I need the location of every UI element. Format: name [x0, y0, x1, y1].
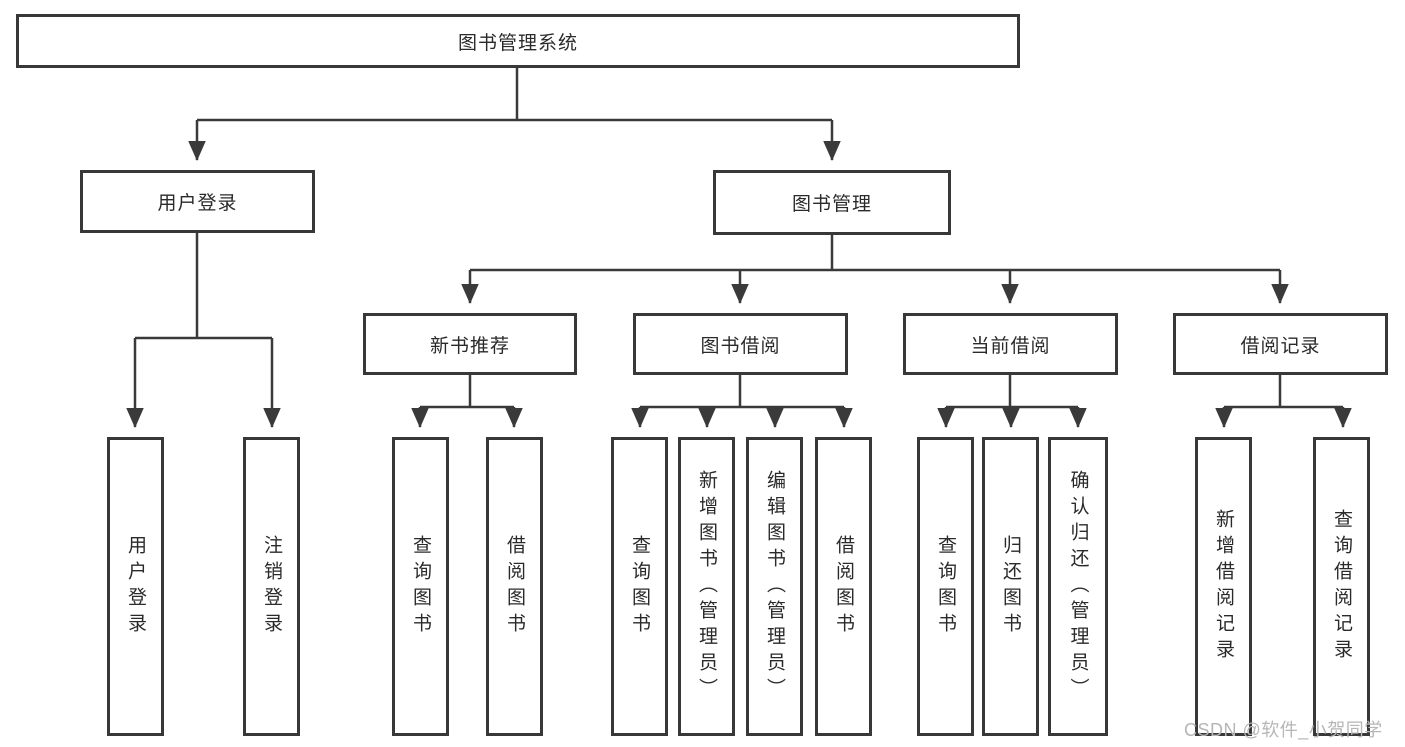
leaf-add-borrow-record: 新增借阅记录 — [1195, 437, 1252, 736]
leaf-confirm-return-admin: 确认归还（管理员） — [1048, 437, 1108, 736]
node-label: 查询借阅记录 — [1331, 508, 1352, 665]
node-label: 查询图书 — [410, 534, 431, 639]
node-label: 确认归还（管理员） — [1067, 469, 1089, 704]
leaf-add-books-admin: 新增图书（管理员） — [678, 437, 735, 736]
csdn-watermark: CSDN @软件_小贺同学 — [1184, 720, 1383, 740]
leaf-borrow-books-1: 借阅图书 — [486, 437, 543, 736]
node-label: 新书推荐 — [429, 335, 510, 357]
node-label: 借阅记录 — [1240, 335, 1321, 357]
node-label: 新增图书（管理员） — [696, 469, 717, 704]
node-library-management-system: 图书管理系统 — [16, 14, 1020, 68]
leaf-query-books-3: 查询图书 — [917, 437, 974, 736]
node-new-book-recommend: 新书推荐 — [363, 313, 577, 375]
leaf-query-books-1: 查询图书 — [392, 437, 449, 736]
node-label: 查询图书 — [935, 534, 956, 639]
node-label: 注销登录 — [261, 534, 282, 639]
leaf-logout: 注销登录 — [243, 437, 300, 736]
node-label: 图书管理系统 — [457, 32, 578, 54]
node-borrow-records: 借阅记录 — [1173, 313, 1388, 375]
node-label: 用户登录 — [157, 193, 238, 214]
node-book-management: 图书管理 — [713, 170, 951, 235]
leaf-query-borrow-record: 查询借阅记录 — [1313, 437, 1370, 736]
node-label: 用户登录 — [125, 534, 146, 639]
node-label: 图书借阅 — [700, 335, 781, 357]
node-label: 当前借阅 — [970, 335, 1051, 357]
node-label: 归还图书 — [1000, 534, 1021, 639]
node-label: 新增借阅记录 — [1213, 508, 1234, 665]
node-current-borrow: 当前借阅 — [903, 313, 1118, 375]
node-book-borrow: 图书借阅 — [633, 313, 848, 375]
node-label: 借阅图书 — [504, 534, 525, 639]
leaf-user-login: 用户登录 — [107, 437, 164, 736]
leaf-edit-books-admin: 编辑图书（管理员） — [746, 437, 803, 736]
leaf-borrow-books-2: 借阅图书 — [815, 437, 872, 736]
node-user-login-group: 用户登录 — [80, 170, 315, 233]
node-label: 图书管理 — [791, 194, 872, 215]
leaf-query-books-2: 查询图书 — [611, 437, 668, 736]
leaf-return-books: 归还图书 — [982, 437, 1039, 736]
node-label: 借阅图书 — [833, 534, 854, 639]
node-label: 编辑图书（管理员） — [764, 469, 785, 704]
node-label: 查询图书 — [629, 534, 650, 639]
